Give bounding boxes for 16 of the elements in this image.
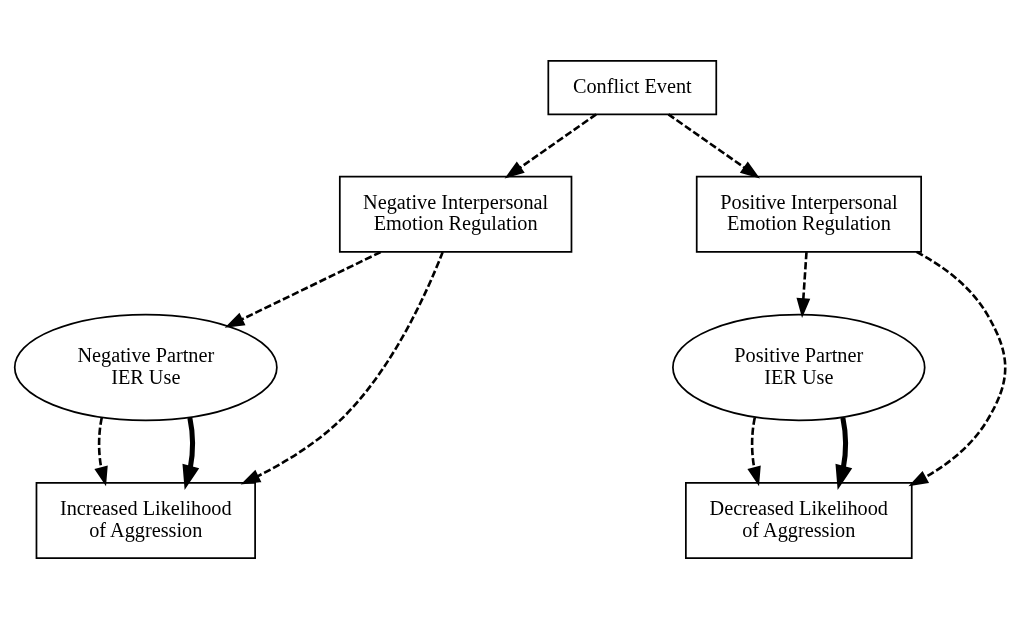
arrow (796, 252, 811, 318)
arrow (667, 113, 760, 179)
arrow (224, 250, 382, 328)
arrow (240, 251, 444, 485)
node-box: Negative Interpersonal Emotion Regulation (338, 175, 573, 253)
node-box: Conflict Event (547, 59, 718, 116)
arrow (908, 250, 1007, 487)
node-box: Positive Interpersonal Emotion Regulation (695, 175, 922, 253)
node-box: Decreased Likelihood of Aggression (685, 482, 913, 560)
node-ellipse: Positive Partner IER Use (672, 313, 926, 422)
arrow (747, 417, 761, 487)
arrow (835, 417, 853, 490)
node-box: Increased Likelihood of Aggression (35, 482, 256, 560)
arrow (182, 417, 200, 490)
arrow (94, 417, 108, 487)
arrow (504, 113, 597, 179)
